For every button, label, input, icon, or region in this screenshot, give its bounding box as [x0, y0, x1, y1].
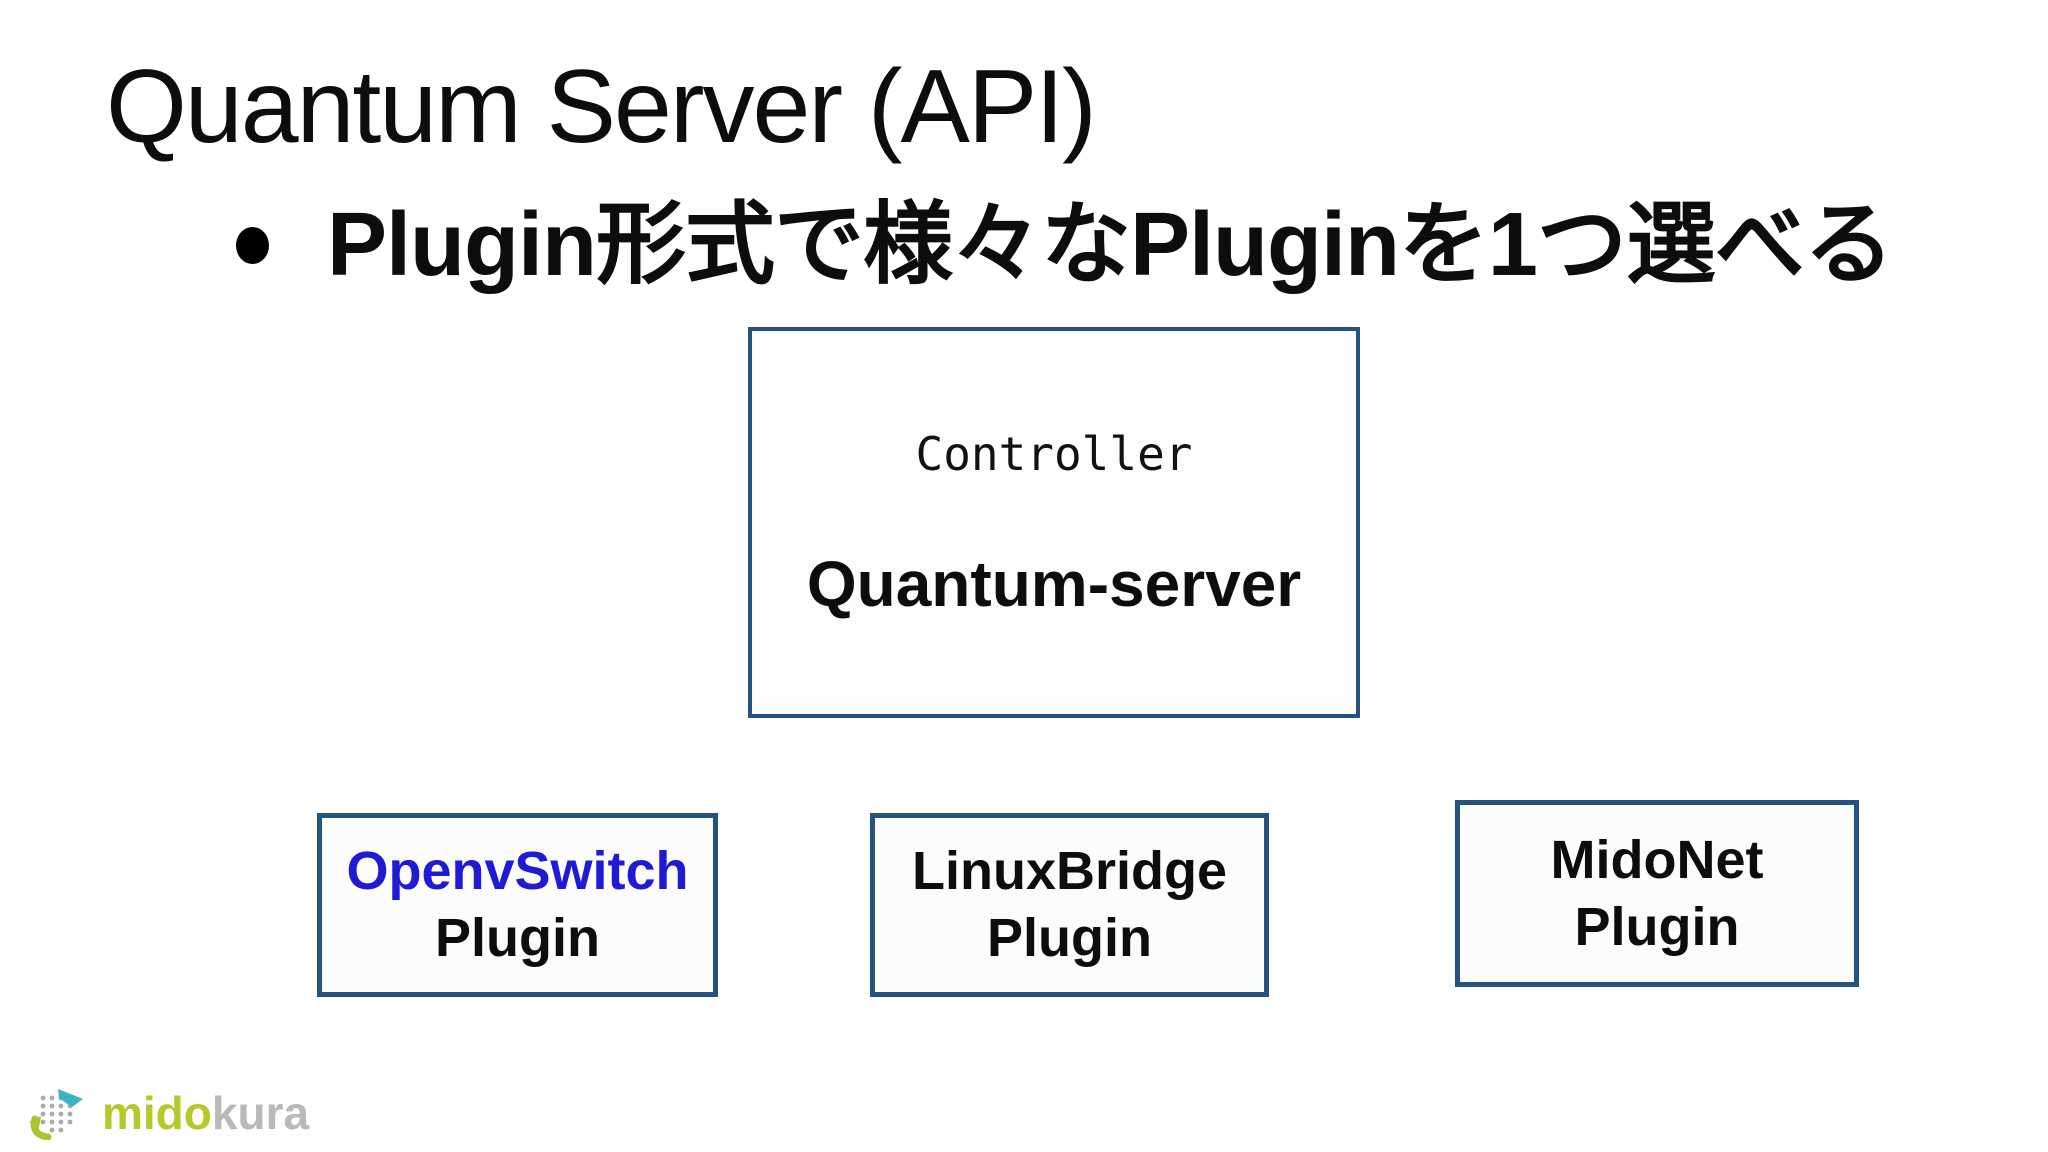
- bullet-item: Plugin形式で様々なPluginを1つ選べる: [236, 195, 1894, 295]
- plugin-box-openvswitch: OpenvSwitch Plugin: [317, 813, 718, 997]
- slide-title: Quantum Server (API): [106, 49, 1097, 165]
- bullet-dot-icon: [236, 227, 269, 264]
- plugin-box-linuxbridge: LinuxBridge Plugin: [870, 813, 1269, 997]
- controller-server-name: Quantum-server: [806, 548, 1302, 620]
- logo-word-mido: mido: [102, 1087, 212, 1139]
- controller-box: Controller Quantum-server: [748, 327, 1360, 718]
- plugin-type-label: Plugin: [987, 908, 1152, 968]
- controller-role-label: Controller: [915, 427, 1193, 481]
- midokura-logo-icon: [28, 1086, 90, 1141]
- plugin-name-linuxbridge: LinuxBridge: [911, 841, 1227, 901]
- plugin-box-midonet: MidoNet Plugin: [1455, 800, 1859, 987]
- logo-wordmark: midokura: [102, 1086, 309, 1140]
- plugin-name-midonet: MidoNet: [1550, 829, 1764, 890]
- logo-word-kura: kura: [211, 1087, 310, 1139]
- bullet-text: Plugin形式で様々なPluginを1つ選べる: [327, 195, 1894, 295]
- plugin-type-label: Plugin: [435, 908, 600, 968]
- midokura-logo: midokura: [28, 1086, 309, 1141]
- plugin-type-label: Plugin: [1574, 896, 1740, 957]
- plugin-name-openvswitch: OpenvSwitch: [346, 841, 689, 901]
